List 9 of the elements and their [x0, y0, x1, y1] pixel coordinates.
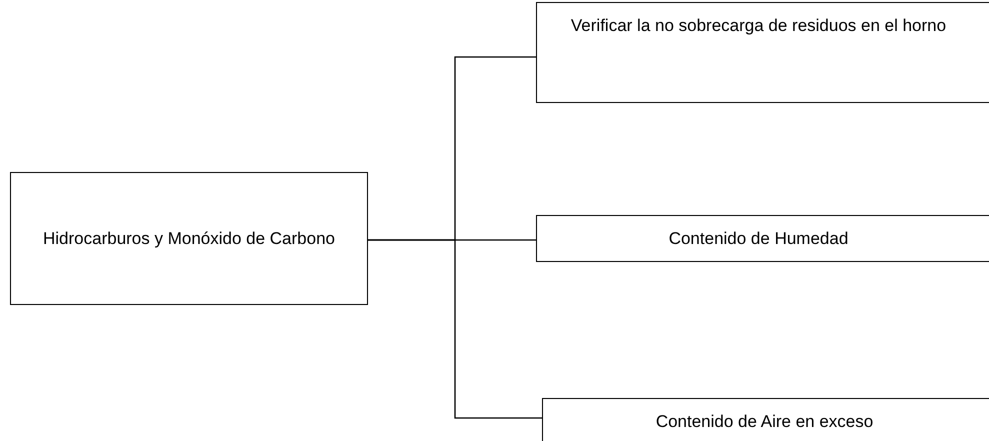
process-box: [536, 2, 989, 103]
process-box: [10, 172, 368, 305]
box-text: Hidrocarburos y Monóxido de Carbono: [42, 228, 336, 249]
connector-line: [368, 239, 542, 419]
box-text: Verificar la no sobrecarga de residuos en el horno: [570, 15, 948, 36]
box-text: Contenido de Humedad: [668, 228, 850, 249]
process-box: [542, 398, 989, 441]
box-text: Contenido de Aire en exceso: [654, 411, 874, 432]
process-box: [536, 215, 989, 262]
